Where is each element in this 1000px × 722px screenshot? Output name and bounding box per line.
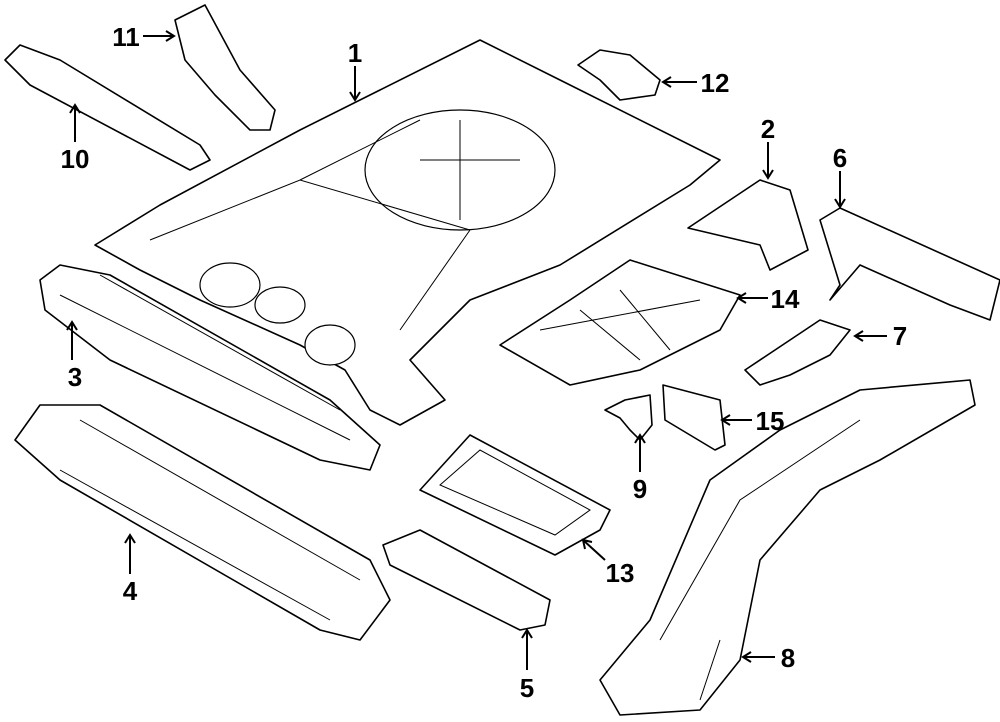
svg-text:3: 3	[68, 362, 82, 392]
part-7-reinforcement-plate	[744, 319, 851, 386]
part-8-rear-side-rail	[599, 379, 976, 716]
svg-text:8: 8	[781, 643, 795, 673]
part-6-side-rail-extension	[819, 207, 1000, 321]
callout-13: 13	[581, 538, 635, 588]
svg-text:7: 7	[893, 321, 907, 351]
callout-2: 2	[761, 114, 775, 180]
svg-text:15: 15	[756, 406, 785, 436]
callout-7: 7	[853, 321, 907, 351]
svg-text:10: 10	[61, 144, 90, 174]
part-5-front-crossmember	[382, 529, 551, 631]
svg-text:6: 6	[833, 143, 847, 173]
part-12-upper-bracket	[577, 49, 661, 101]
svg-text:9: 9	[633, 474, 647, 504]
svg-text:13: 13	[606, 558, 635, 588]
part-10-rear-rail-extension	[4, 44, 211, 171]
callout-9: 9	[633, 433, 647, 504]
svg-text:5: 5	[520, 673, 534, 703]
svg-text:4: 4	[123, 576, 138, 606]
svg-text:12: 12	[701, 68, 730, 98]
svg-text:1: 1	[348, 38, 362, 68]
callout-12: 12	[661, 68, 730, 98]
part-13-floor-panel-tray	[419, 434, 611, 556]
callout-10: 10	[61, 103, 90, 174]
part-15-heat-shield	[662, 384, 726, 451]
callout-14: 14	[736, 284, 800, 314]
svg-text:11: 11	[112, 22, 140, 52]
callout-11: 11	[112, 22, 176, 52]
callout-3: 3	[66, 320, 82, 392]
callout-15: 15	[720, 406, 785, 436]
callout-8: 8	[741, 643, 795, 673]
svg-text:14: 14	[771, 284, 800, 314]
callout-5: 5	[520, 628, 534, 703]
part-3-rear-crossmember	[39, 264, 381, 471]
part-11-rear-rail-bracket	[174, 4, 276, 131]
part-9-small-bracket	[604, 394, 653, 441]
callout-1: 1	[348, 38, 362, 102]
part-14-spare-tire-tray	[499, 259, 741, 386]
svg-text:2: 2	[761, 114, 775, 144]
callout-6: 6	[833, 143, 847, 209]
part-2-floor-side-bracket	[687, 179, 809, 271]
part-4-center-crossmember	[14, 404, 391, 641]
callout-4: 4	[123, 533, 138, 606]
part-1-rear-floor-pan	[94, 39, 721, 426]
